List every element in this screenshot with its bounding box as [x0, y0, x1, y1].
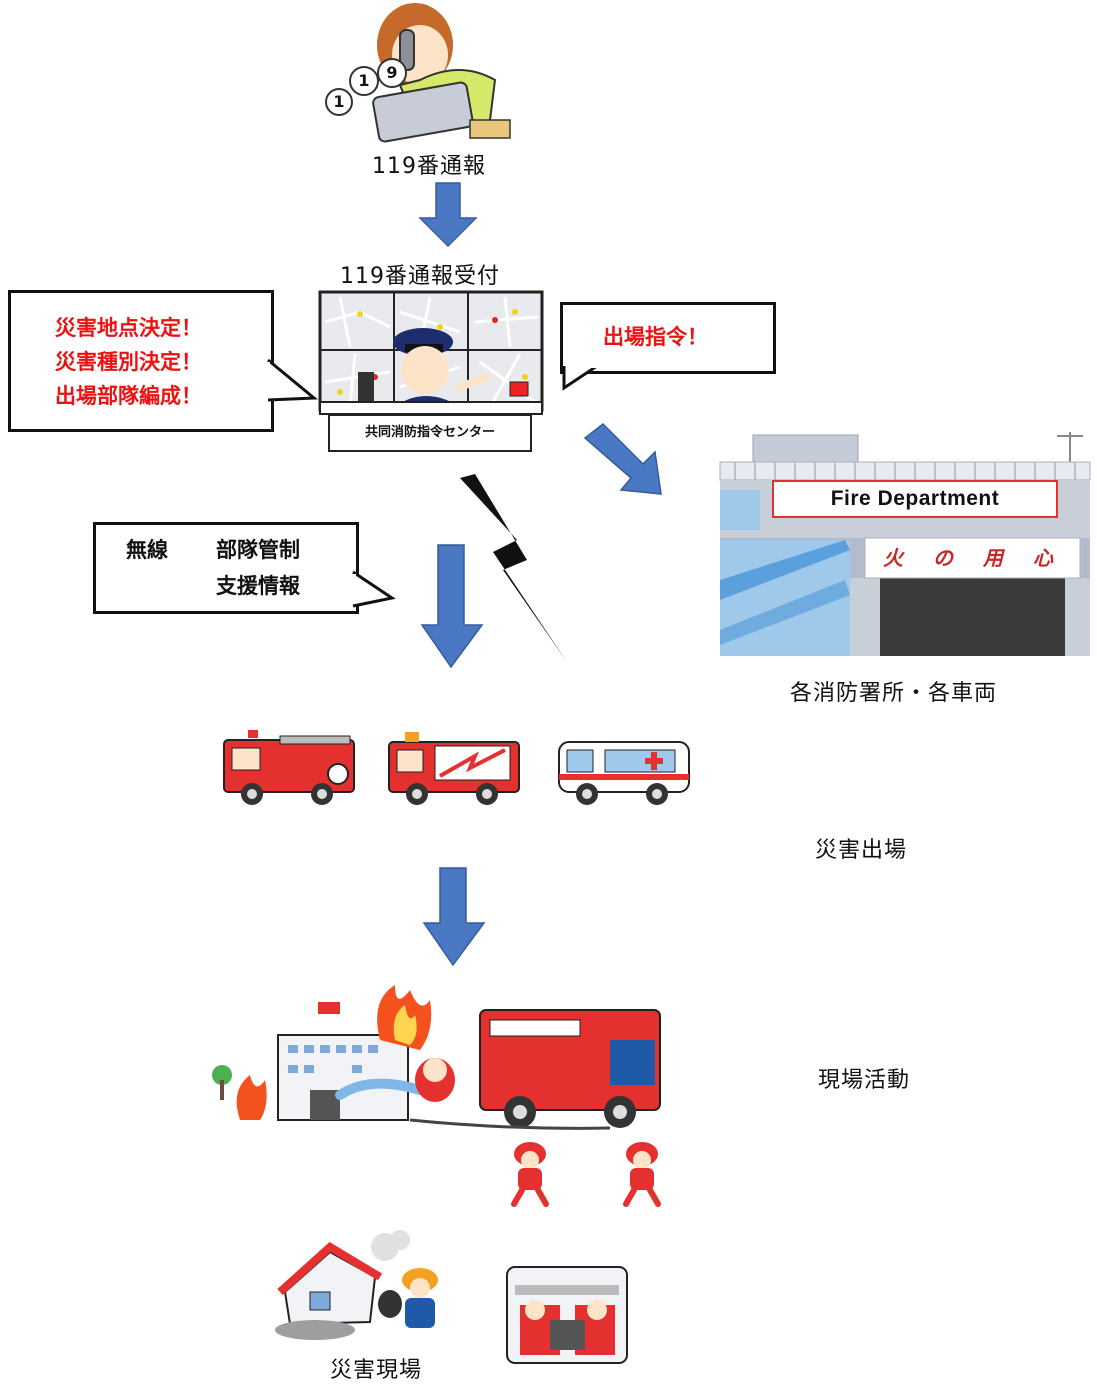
fire-department-sign: Fire Department — [772, 480, 1058, 518]
ladder-truck-icon — [388, 732, 520, 805]
dispatch-order-text: 出場指令！ — [603, 325, 708, 349]
bubble-line-units: 出場部隊編成！ — [55, 384, 202, 408]
firefighting-scene-illustration — [212, 985, 661, 1130]
firefighter-running-icon — [623, 1142, 661, 1207]
bubble-line-type: 災害種別決定！ — [55, 350, 202, 374]
banner-char: 用 — [983, 545, 1003, 570]
dispatch-center-illustration — [318, 290, 544, 415]
fire-engine-icon — [223, 730, 355, 805]
arrow-to-station — [583, 423, 662, 495]
label-activity: 現場活動 — [818, 1068, 911, 1093]
label-reception: 119番通報受付 — [340, 264, 500, 289]
label-scene: 災害現場 — [330, 1358, 423, 1383]
arrow-down-2 — [420, 544, 484, 669]
arrow-down-1 — [418, 182, 478, 248]
label-call: 119番通報 — [372, 154, 486, 179]
ambulance-interior-illustration — [506, 1266, 628, 1364]
banner-char: 心 — [1033, 545, 1053, 570]
radio-bubble: 無線 部隊管制 支援情報 — [93, 522, 359, 614]
decision-bubble: 災害地点決定！ 災害種別決定！ 出場部隊編成！ — [8, 290, 274, 432]
dispatch-center-plate: 共同消防指令センター — [328, 414, 532, 452]
collapsed-house-rescue-illustration — [275, 1230, 438, 1340]
banner-char: の — [933, 545, 953, 570]
label-dispatch: 災害出場 — [815, 838, 908, 863]
bubble-line-location: 災害地点決定！ — [55, 316, 202, 340]
ambulance-icon — [558, 741, 690, 805]
phone-digits: 1 1 9 — [325, 58, 407, 118]
radio-text: 無線 — [126, 538, 168, 562]
radio-support-text: 支援情報 — [216, 574, 300, 598]
radio-bubble-tail — [350, 570, 396, 608]
arrow-down-3 — [422, 867, 486, 967]
radio-control-text: 部隊管制 — [216, 538, 300, 562]
decision-bubble-tail — [262, 358, 318, 402]
digit-bubble: 9 — [377, 58, 407, 88]
digit-bubble: 1 — [325, 88, 353, 116]
firefighter-running-icon — [511, 1142, 549, 1207]
digit-bubble: 1 — [349, 66, 379, 96]
dispatch-order-bubble-tail — [562, 362, 604, 391]
banner-char: 火 — [883, 545, 903, 570]
fire-safety-banner: 火 の 用 心 — [868, 538, 1068, 574]
label-station: 各消防署所・各車両 — [790, 681, 998, 706]
